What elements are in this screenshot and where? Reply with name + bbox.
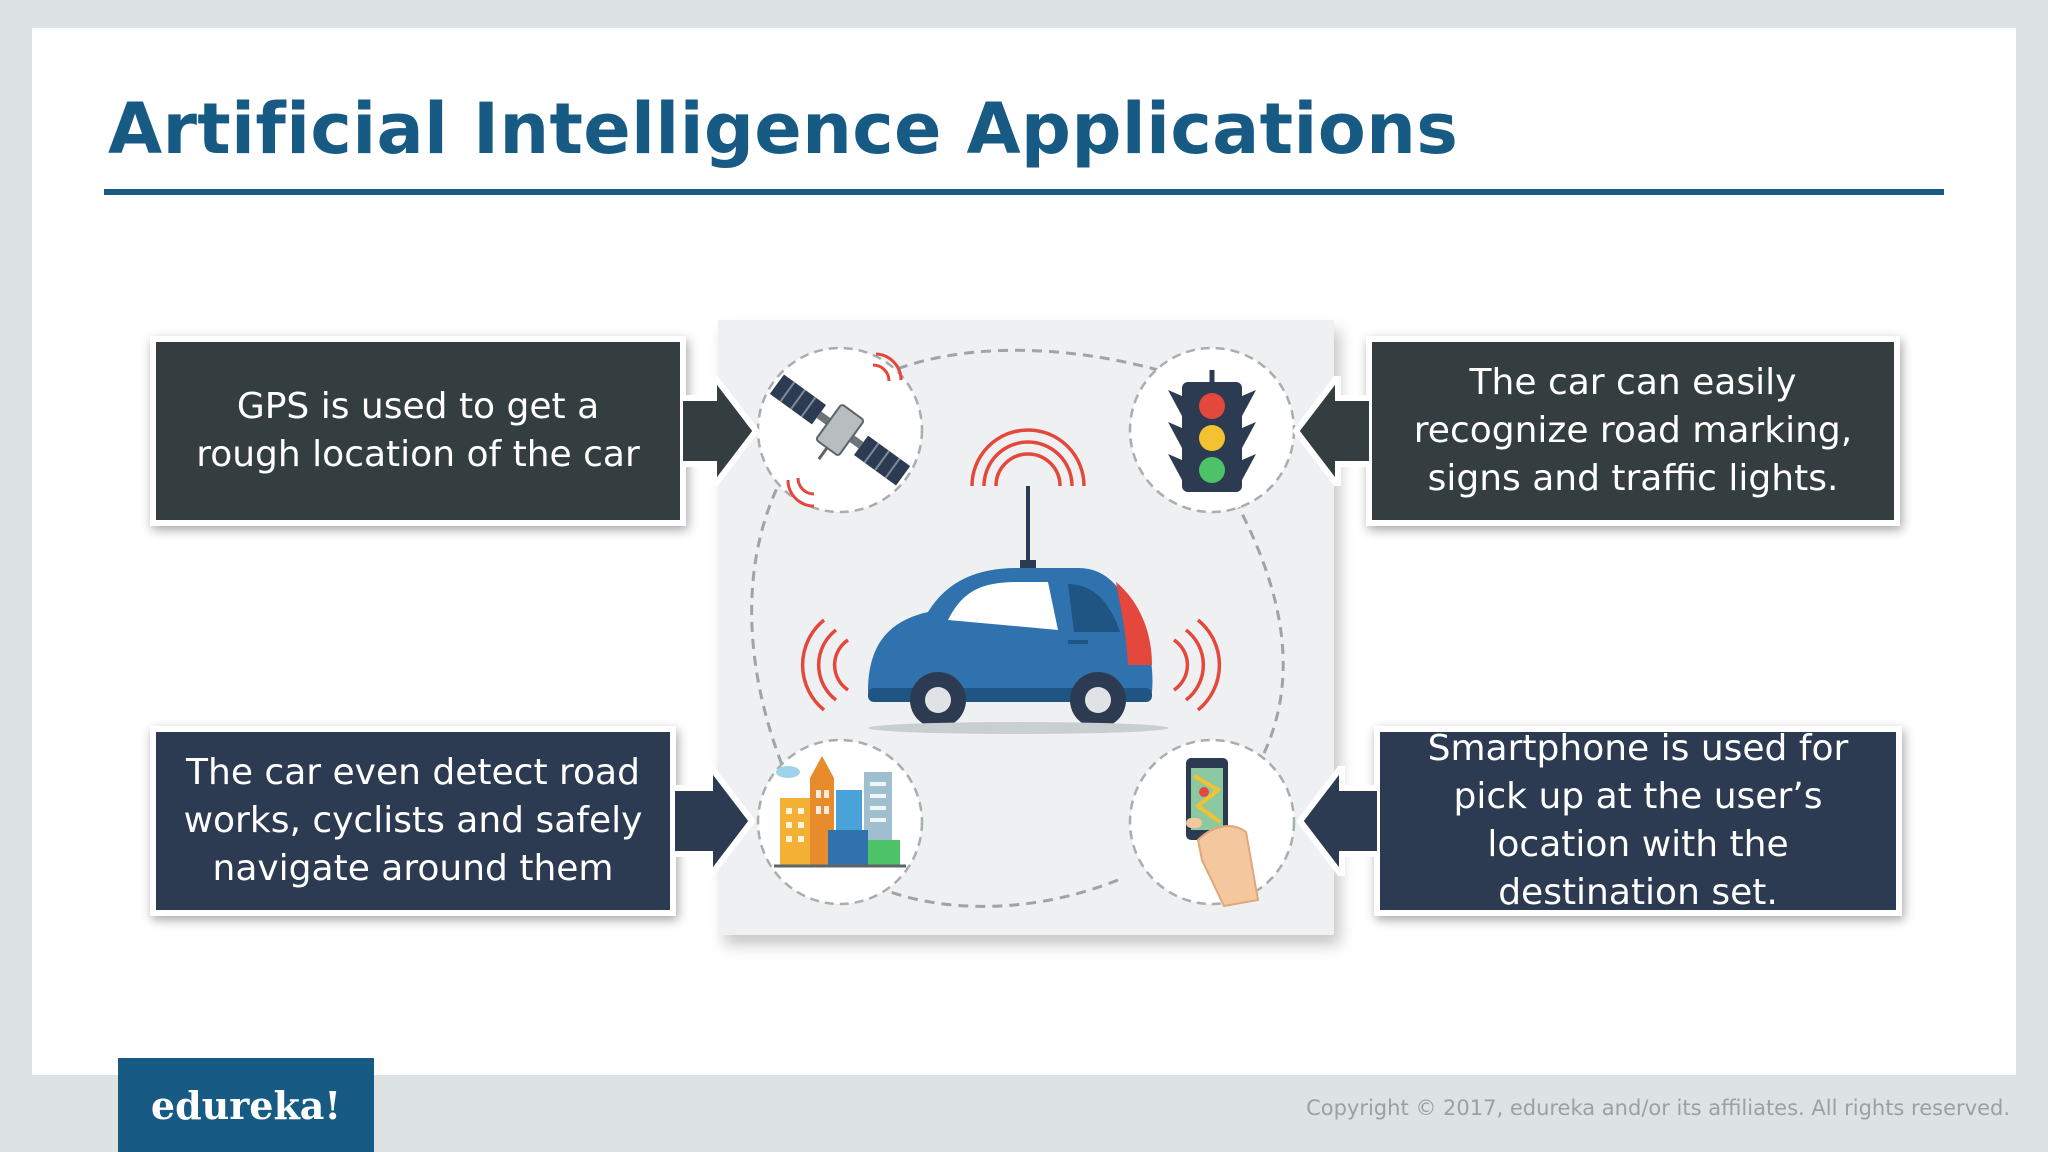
callout-recognize: The car can easily recognize road markin… bbox=[1366, 336, 1900, 526]
city-buildings-icon bbox=[756, 738, 924, 906]
edureka-logo-text: edureka! bbox=[150, 1082, 342, 1128]
slide-title: Artificial Intelligence Applications bbox=[108, 88, 1459, 170]
callout-detect-text: The car even detect road works, cyclists… bbox=[183, 752, 643, 889]
callout-smartphone: Smartphone is used for pick up at the us… bbox=[1374, 726, 1902, 916]
satellite-icon bbox=[756, 346, 924, 514]
illustration-svg bbox=[750, 346, 1296, 908]
title-underline bbox=[104, 189, 1944, 195]
copyright-notice: Copyright © 2017, edureka and/or its aff… bbox=[1306, 1096, 2010, 1120]
callout-gps: GPS is used to get a rough location of t… bbox=[150, 336, 686, 526]
callout-detect: The car even detect road works, cyclists… bbox=[150, 726, 676, 916]
traffic-light-icon bbox=[1128, 346, 1296, 514]
smartphone-map-icon bbox=[1128, 738, 1296, 908]
edureka-logo: edureka! bbox=[118, 1058, 374, 1152]
arrow-smartphone bbox=[1296, 766, 1380, 876]
callout-gps-text: GPS is used to get a rough location of t… bbox=[196, 386, 640, 475]
arrow-gps bbox=[680, 376, 760, 486]
arrow-detect bbox=[672, 766, 756, 876]
callout-recognize-text: The car can easily recognize road markin… bbox=[1413, 362, 1853, 499]
arrow-recognize bbox=[1292, 376, 1372, 486]
callout-smartphone-text: Smartphone is used for pick up at the us… bbox=[1427, 728, 1849, 913]
self-driving-car-icon bbox=[800, 428, 1222, 734]
dashed-route-path bbox=[750, 348, 1285, 908]
illustration-panel bbox=[718, 320, 1334, 935]
